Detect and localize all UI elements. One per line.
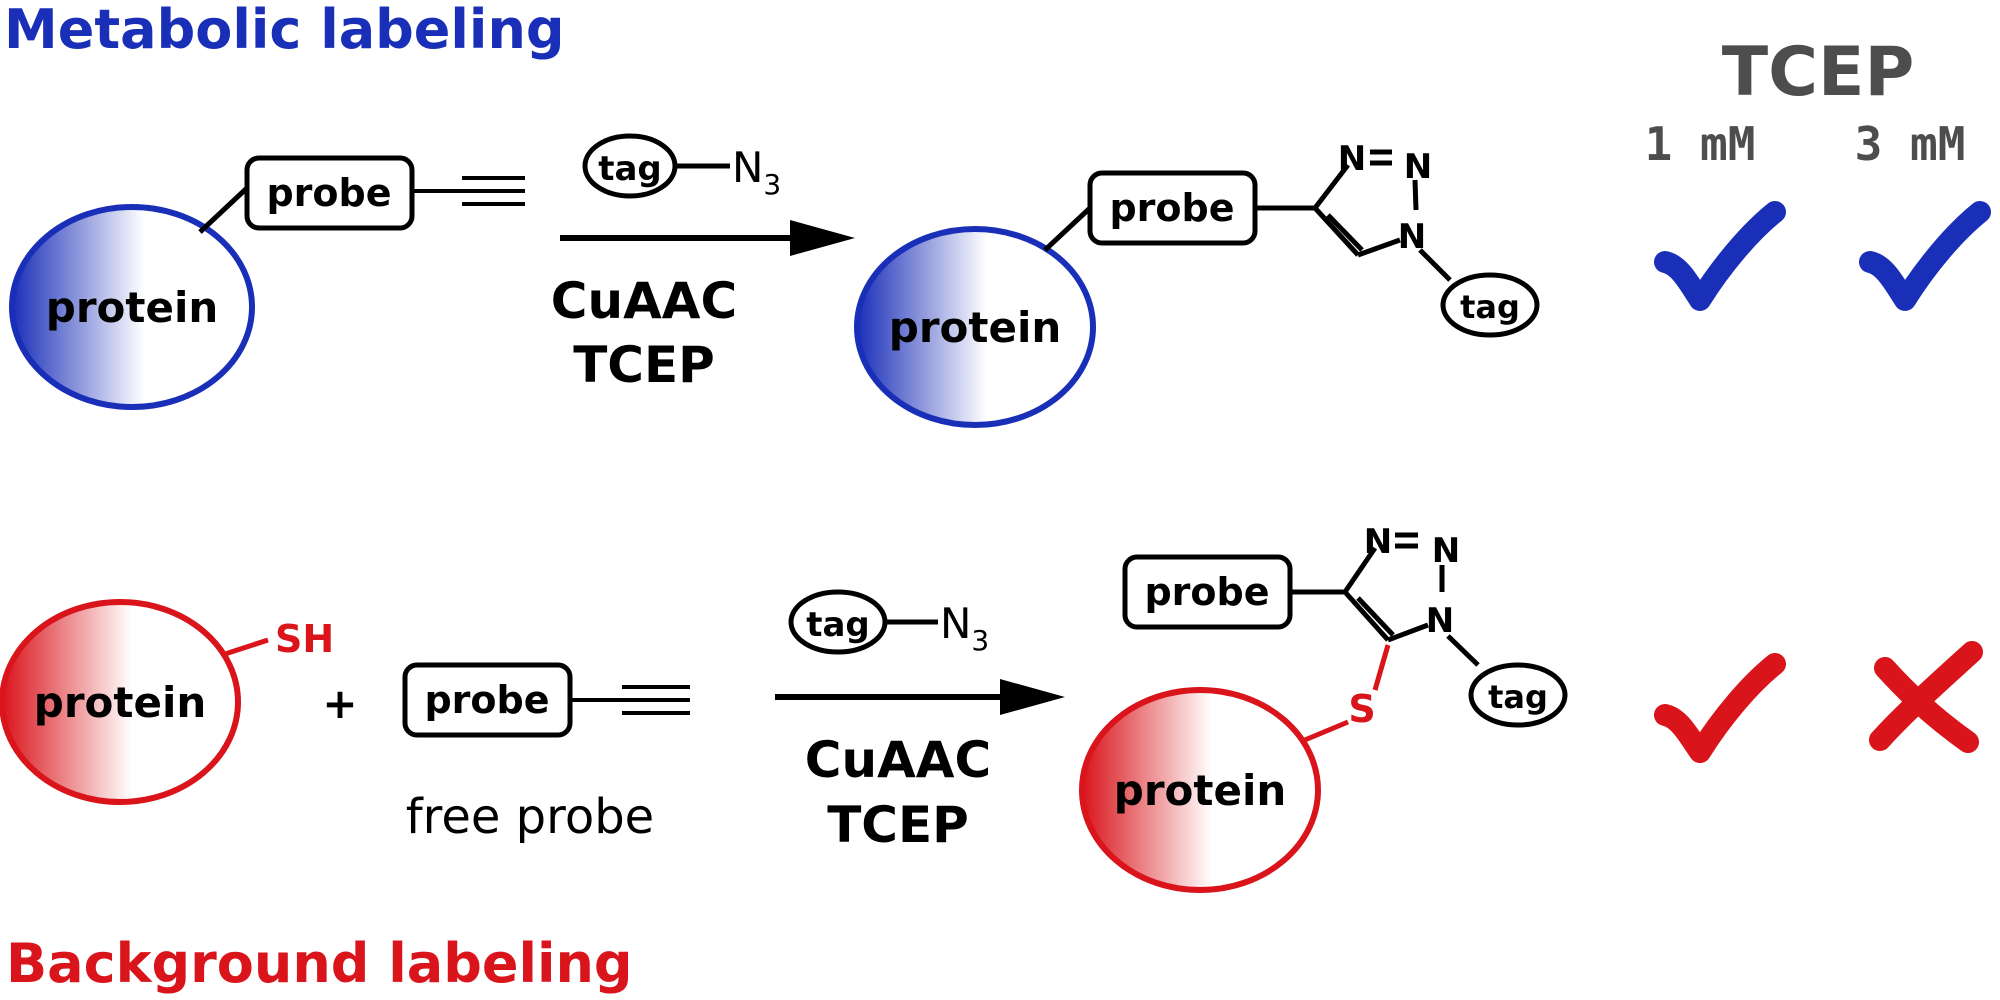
tcep-condition-label: TCEP (573, 336, 715, 394)
background-reactant: protein SH + (0, 599, 358, 805)
background-labeling-title: Background labeling (6, 932, 633, 995)
protein-ellipse (0, 599, 241, 805)
tcep-condition-label: TCEP (827, 796, 969, 854)
linker-line (198, 186, 249, 234)
tcep-3mm-label: 3 mM (1855, 117, 1966, 171)
nitrogen-atom: N (1338, 139, 1366, 179)
probe-label: probe (266, 171, 391, 215)
protein-label: protein (34, 678, 207, 727)
protein-label: protein (46, 283, 219, 332)
metabolic-product: protein probe N N N tag (854, 139, 1540, 428)
background-reaction-arrow (775, 679, 1065, 715)
triazole-ring (1313, 149, 1452, 282)
metabolic-reaction-arrow (560, 220, 855, 256)
tag-label: tag (1488, 678, 1548, 716)
result-check-3mm-metabolic (1859, 201, 1991, 311)
tcep-1mm-label: 1 mM (1645, 117, 1756, 171)
protein-label: protein (1114, 766, 1287, 815)
azide-label: N3 (940, 599, 989, 657)
metabolic-labeling-title: Metabolic labeling (4, 0, 565, 61)
result-check-1mm-metabolic (1654, 201, 1786, 311)
protein-ellipse (1079, 687, 1321, 893)
alkyne-triple-bond (412, 176, 525, 206)
plus-sign: + (322, 679, 357, 728)
cuaac-label: CuAAC (805, 731, 991, 789)
probe-label: probe (424, 678, 549, 722)
sulfur-atom: S (1348, 687, 1375, 731)
azide-label: N3 (732, 143, 781, 201)
free-probe: probe free probe (402, 662, 690, 845)
protein-label: protein (889, 303, 1062, 352)
background-reagent: tag N3 (788, 589, 989, 657)
tag-label: tag (806, 605, 870, 645)
tcep-header: TCEP (1722, 33, 1915, 112)
cuaac-label: CuAAC (551, 272, 737, 330)
triazole-ring (1342, 532, 1480, 667)
nitrogen-atom: N (1404, 147, 1432, 187)
nitrogen-atom: N (1432, 531, 1460, 571)
free-probe-caption: free probe (406, 789, 654, 845)
thiol-label: SH (275, 617, 334, 661)
protein-ellipse (9, 204, 255, 410)
tag-ellipse (1440, 272, 1540, 338)
nitrogen-atom: N (1398, 217, 1426, 257)
background-product: probe N N N tag S protein (1079, 522, 1568, 893)
metabolic-reactant: protein probe (9, 155, 525, 410)
tag-label: tag (1460, 288, 1520, 326)
tag-label: tag (598, 149, 662, 189)
probe-label: probe (1144, 570, 1269, 614)
alkyne-triple-bond (570, 685, 690, 715)
protein-ellipse (854, 226, 1096, 428)
metabolic-reagent: tag N3 (582, 133, 781, 201)
nitrogen-atom: N (1364, 522, 1392, 562)
probe-label: probe (1109, 186, 1234, 230)
result-cross-3mm-background (1869, 641, 1983, 753)
result-check-1mm-background (1654, 653, 1786, 763)
tag-ellipse (1468, 662, 1568, 728)
nitrogen-atom: N (1426, 601, 1454, 641)
